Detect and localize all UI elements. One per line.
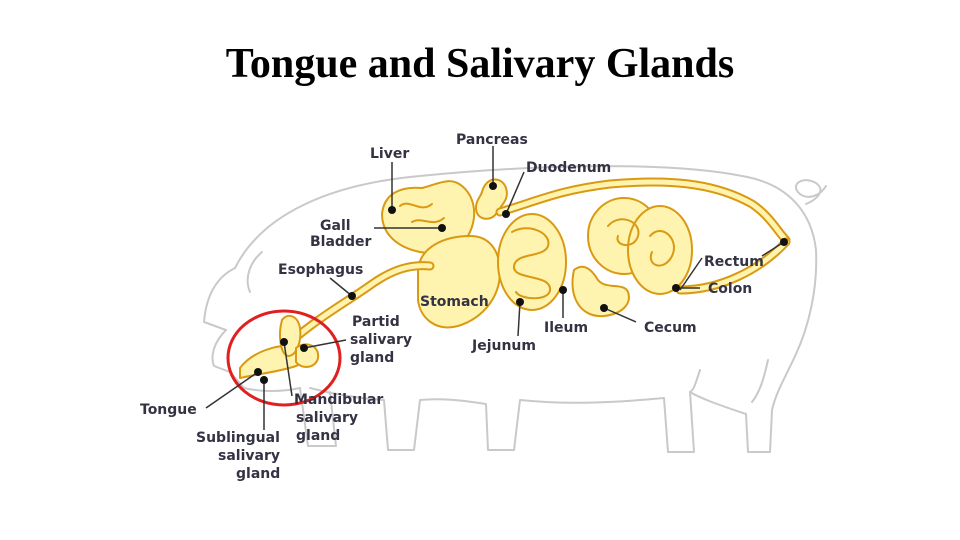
label-stomach: Stomach (420, 294, 489, 310)
large-intestine-coils (587, 197, 693, 295)
diagram-labels: Liver Pancreas Duodenum Gall Bladder Eso… (140, 132, 764, 482)
label-mandibular-line2: salivary (296, 410, 358, 426)
liver-lobe-lines (399, 202, 445, 224)
label-colon: Colon (708, 281, 752, 297)
label-ileum: Ileum (544, 320, 588, 336)
label-gall-bladder-line1: Gall (320, 218, 351, 234)
label-mandibular-line1: Mandibular (294, 392, 383, 408)
slide-title: Tongue and Salivary Glands (225, 41, 735, 87)
stomach-organ (417, 235, 501, 329)
label-partid-line2: salivary (350, 332, 412, 348)
label-pancreas: Pancreas (456, 132, 528, 148)
label-liver: Liver (370, 146, 409, 162)
label-mandibular-line3: gland (296, 428, 340, 444)
cecum-organ (571, 265, 630, 318)
small-intestine-coils (497, 213, 567, 311)
label-partid-line3: gland (350, 350, 394, 366)
label-gall-bladder-line2: Bladder (310, 234, 371, 250)
label-partid-line1: Partid (352, 314, 400, 330)
label-jejunum: Jejunum (471, 338, 536, 354)
label-esophagus: Esophagus (278, 262, 363, 278)
label-sublingual-line3: gland (236, 466, 280, 482)
label-sublingual-line2: salivary (218, 448, 280, 464)
highlight-circle (226, 309, 342, 407)
liver-organ (381, 180, 476, 255)
leader-lines (205, 146, 788, 430)
label-cecum: Cecum (644, 320, 697, 336)
label-tongue: Tongue (140, 402, 197, 418)
label-duodenum: Duodenum (526, 160, 611, 176)
label-sublingual-line1: Sublingual (196, 430, 280, 446)
label-rectum: Rectum (704, 254, 764, 270)
